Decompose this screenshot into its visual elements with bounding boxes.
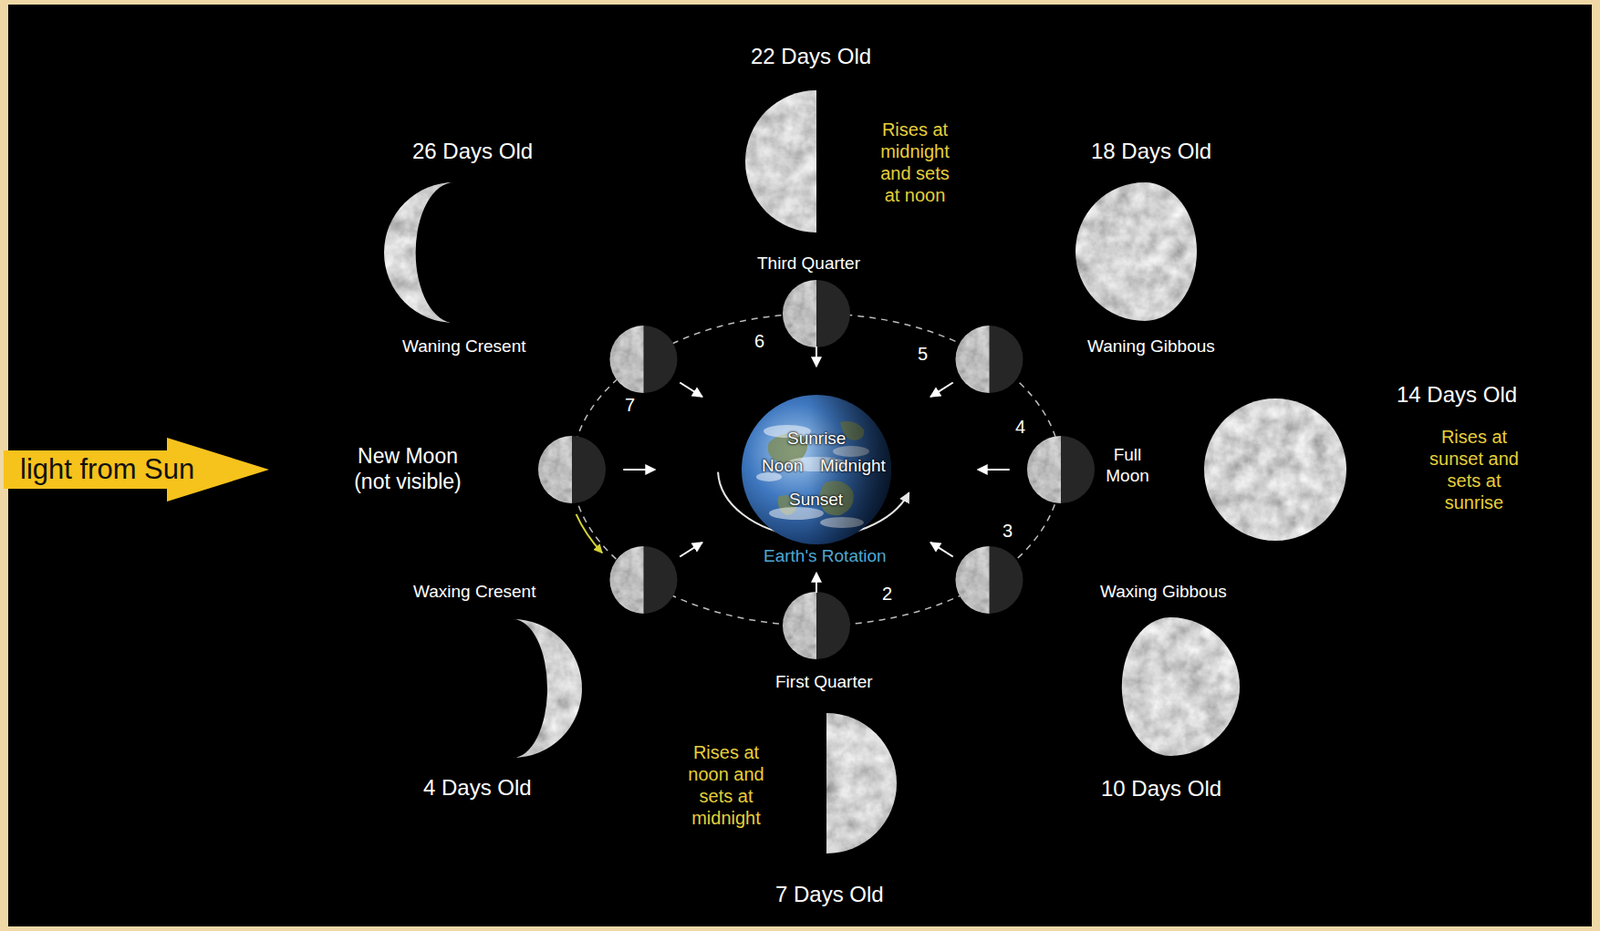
moon-age: 14 Days Old — [1396, 382, 1517, 409]
phase-name: Waning Cresent — [402, 336, 527, 358]
orbit-moon — [782, 280, 851, 348]
view-arrow — [623, 468, 655, 471]
view-arrow — [930, 542, 954, 558]
orbit-moon — [610, 325, 678, 394]
view-arrow — [815, 572, 818, 593]
callout-number: 2 — [882, 582, 893, 605]
arrow-label: light from Sun — [20, 453, 195, 487]
view-arrow — [815, 346, 818, 367]
rise-set-note: Rises at midnight and sets at noon — [875, 118, 955, 207]
earth-night-side — [741, 394, 892, 545]
callout-number: 4 — [1015, 415, 1026, 438]
orbit-moon — [955, 325, 1024, 394]
orbit-moon — [1027, 436, 1095, 504]
moon-age: 4 Days Old — [423, 775, 532, 802]
moon-26-days — [384, 182, 455, 323]
orbit-moon — [538, 436, 606, 504]
moon-22-days — [745, 90, 817, 233]
callout-number: 7 — [624, 394, 635, 416]
moon-18-days — [1075, 182, 1197, 322]
rise-set-note: Rises at sunset and sets at sunrise — [1424, 425, 1524, 514]
time-of-day: Sunrise — [787, 428, 846, 449]
orbit-moon — [610, 546, 678, 614]
moon-10-days — [1122, 617, 1240, 757]
orbit-moon — [955, 546, 1024, 614]
earth-globe: SunriseNoon MidnightSunset — [741, 394, 892, 545]
time-of-day: Midnight — [820, 456, 886, 477]
time-of-day: Noon — [761, 456, 803, 477]
sun-light-arrow: light from Sun — [3, 437, 270, 502]
phase-name: New Moon (not visible) — [350, 444, 466, 495]
moon-4-days — [512, 619, 582, 759]
callout-number: 6 — [754, 330, 765, 353]
moon-age: 26 Days Old — [412, 138, 533, 166]
phase-name: First Quarter — [775, 672, 873, 694]
moon-7-days — [826, 713, 897, 854]
phase-name: Waning Gibbous — [1087, 336, 1216, 358]
moon-age: 18 Days Old — [1090, 138, 1212, 166]
phase-name: Waxing Gibbous — [1100, 581, 1227, 603]
moon-age: 10 Days Old — [1101, 776, 1222, 803]
moon-age: 7 Days Old — [775, 882, 884, 909]
view-arrow — [977, 468, 1010, 471]
orbit-moon — [782, 592, 851, 660]
lunar-orbit — [571, 313, 1061, 626]
moon-age: 22 Days Old — [750, 43, 872, 71]
callout-number: 5 — [917, 342, 928, 365]
callout-number: 3 — [1002, 519, 1013, 542]
view-arrow — [930, 383, 954, 398]
phase-name: Third Quarter — [757, 253, 861, 275]
rise-set-note: Rises at noon and sets at midnight — [680, 741, 772, 830]
view-arrow — [679, 383, 703, 398]
moon-14-days — [1204, 398, 1347, 541]
time-of-day: Sunset — [789, 489, 843, 510]
orbit-direction-arrow — [576, 514, 603, 553]
rotation-label: Earth's Rotation — [763, 546, 887, 568]
phase-name: Full Moon — [1101, 445, 1154, 488]
view-arrow — [679, 542, 703, 558]
phase-name: Waxing Cresent — [413, 581, 536, 603]
earth-globe — [741, 394, 892, 545]
arrow-shape — [3, 437, 270, 502]
